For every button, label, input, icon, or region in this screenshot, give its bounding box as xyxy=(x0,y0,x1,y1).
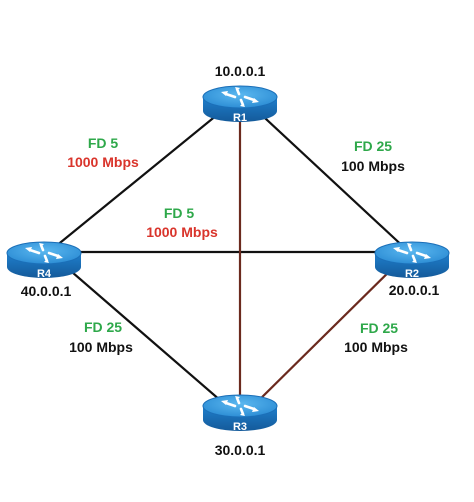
link-label-bandwidth-r1-r2: 100 Mbps xyxy=(341,158,405,174)
router-ip-r2: 20.0.0.1 xyxy=(389,282,440,298)
router-ip-r1: 10.0.0.1 xyxy=(215,63,266,79)
link-label-bandwidth-r4-r3: 100 Mbps xyxy=(69,339,133,355)
router-r4[interactable]: R4 xyxy=(6,241,82,280)
link-label-fd-r1-r4: FD 5 xyxy=(88,135,119,151)
link-label-bandwidth-r1-r4: 1000 Mbps xyxy=(67,154,139,170)
router-r3[interactable]: R3 xyxy=(202,394,278,433)
router-icon xyxy=(6,241,82,278)
link-r1-r4[interactable] xyxy=(49,105,229,252)
router-icon xyxy=(374,241,450,278)
link-r4-r3[interactable] xyxy=(49,252,229,408)
link-r1-r2[interactable] xyxy=(251,105,409,252)
router-name-r2: R2 xyxy=(405,268,419,280)
link-label-fd-r2-r3: FD 25 xyxy=(360,320,398,336)
link-label-fd-r4-r2: FD 5 xyxy=(164,205,195,221)
router-r2[interactable]: R2 xyxy=(374,241,450,280)
router-name-r3: R3 xyxy=(233,421,247,433)
router-name-r4: R4 xyxy=(37,268,52,280)
link-label-fd-r4-r3: FD 25 xyxy=(84,319,122,335)
router-ip-r4: 40.0.0.1 xyxy=(21,283,72,299)
router-ip-r3: 30.0.0.1 xyxy=(215,442,266,458)
router-name-r1: R1 xyxy=(233,112,247,124)
router-r1[interactable]: R1 xyxy=(202,85,278,124)
link-label-bandwidth-r2-r3: 100 Mbps xyxy=(344,339,408,355)
link-r2-r3[interactable] xyxy=(251,252,409,408)
router-icon xyxy=(202,394,278,431)
router-icon xyxy=(202,85,278,122)
links-layer xyxy=(49,105,409,408)
link-label-fd-r1-r2: FD 25 xyxy=(354,138,392,154)
link-label-bandwidth-r4-r2: 1000 Mbps xyxy=(146,224,218,240)
